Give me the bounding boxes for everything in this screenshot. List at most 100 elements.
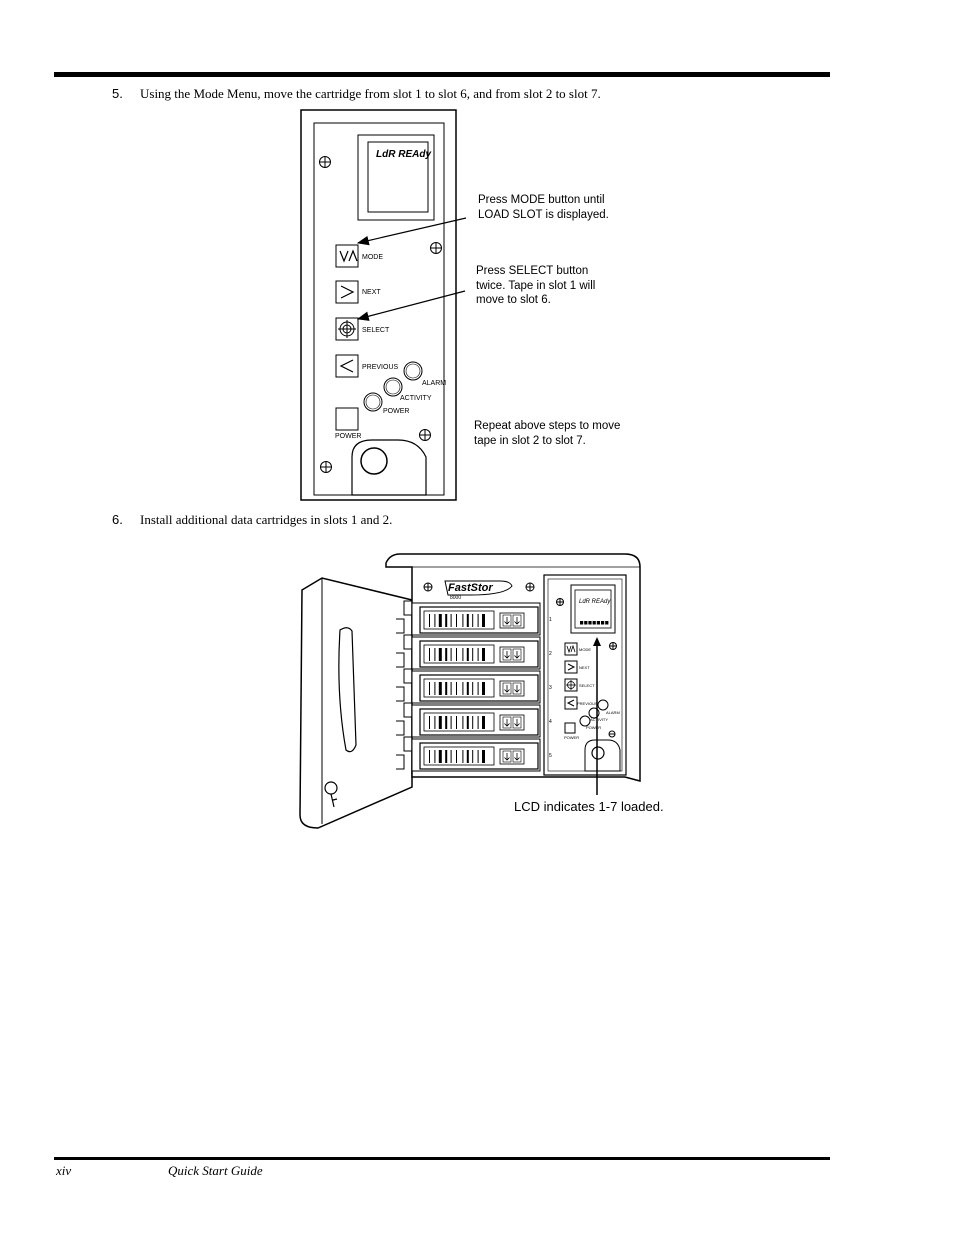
- select-callout: Press SELECT button twice. Tape in slot …: [476, 264, 595, 308]
- mode-callout: Press MODE button until LOAD SLOT is dis…: [478, 193, 609, 222]
- barcode-label: [429, 750, 485, 763]
- screw-icon: [430, 242, 442, 254]
- slot-number: 5: [549, 753, 552, 759]
- select-label: SELECT: [362, 327, 390, 334]
- write-protect-icon: [502, 716, 522, 729]
- lcd-slot-indicator: [605, 621, 609, 625]
- library-keylock-housing: [584, 739, 621, 772]
- step-5-number: 5.: [112, 86, 123, 101]
- slot-number: 3: [549, 685, 552, 691]
- barcode-label: [429, 614, 485, 627]
- slot-number: 1: [549, 617, 552, 623]
- door-key-icon: [324, 781, 338, 808]
- keylock-icon: [360, 447, 388, 475]
- library-previous-button[interactable]: [564, 696, 578, 710]
- library-activity-led: [588, 707, 600, 719]
- library-alarm-led: [597, 699, 609, 711]
- lcd-slot-indicator: [584, 621, 588, 625]
- lcd-slot-indicators: [580, 621, 609, 625]
- library-select-button[interactable]: [564, 678, 578, 692]
- library-next-button[interactable]: [564, 660, 578, 674]
- library-power-switch[interactable]: [564, 722, 576, 734]
- previous-button[interactable]: [335, 354, 359, 378]
- select-button[interactable]: [335, 317, 359, 341]
- mode-label: MODE: [362, 254, 383, 261]
- library-power-led-label: POWER: [586, 725, 601, 730]
- tape-cartridge[interactable]: [411, 636, 541, 670]
- repeat-callout-line: Repeat above steps to move: [474, 420, 621, 432]
- select-callout-line: Press SELECT button: [476, 265, 589, 277]
- barcode-label: [429, 682, 485, 695]
- screw-icon: [423, 582, 433, 592]
- library-alarm-label: ALARM: [606, 710, 620, 715]
- lcd-callout: LCD indicates 1-7 loaded.: [514, 799, 664, 814]
- header-rule: [54, 72, 830, 77]
- power-switch[interactable]: [335, 407, 359, 431]
- door-handle: [338, 627, 357, 753]
- power-led-label: POWER: [383, 408, 409, 415]
- barcode-label: [429, 716, 485, 729]
- tape-cartridge[interactable]: [411, 738, 541, 772]
- barcode-label: [429, 648, 485, 661]
- select-callout-arrow: [356, 290, 466, 321]
- brand-swoosh: [444, 580, 513, 596]
- repeat-callout: Repeat above steps to move tape in slot …: [474, 419, 620, 448]
- activity-label: ACTIVITY: [400, 395, 432, 402]
- step-5-text: Using the Mode Menu, move the cartridge …: [140, 86, 601, 101]
- lcd-slot-indicator: [588, 621, 592, 625]
- next-button[interactable]: [335, 280, 359, 304]
- screw-icon: [609, 642, 617, 650]
- power-led: [363, 392, 383, 412]
- magazine-slots: [411, 602, 541, 772]
- library-previous-label: PREVIOUS: [577, 701, 598, 706]
- mode-button[interactable]: [335, 244, 359, 268]
- keylock-housing: [351, 439, 427, 496]
- library-activity-label: ACTIVITY: [590, 717, 608, 722]
- slot-number: 2: [549, 651, 552, 657]
- library-lcd-text: LdR REAdy: [579, 599, 611, 605]
- footer-title: Quick Start Guide: [168, 1163, 263, 1178]
- previous-label: PREVIOUS: [362, 364, 399, 371]
- slot-number-labels: 1 2 3 4 5: [549, 617, 552, 759]
- tape-cartridge[interactable]: [411, 704, 541, 738]
- mode-callout-line: LOAD SLOT is displayed.: [478, 208, 609, 221]
- step-6-number: 6.: [112, 512, 123, 527]
- lcd-slot-indicator: [580, 621, 584, 625]
- library-mode-button[interactable]: [564, 642, 578, 656]
- write-protect-icon: [502, 614, 522, 627]
- write-protect-icon: [502, 682, 522, 695]
- door: [299, 577, 413, 829]
- library-power-switch-label: POWER: [564, 735, 579, 740]
- screw-icon: [419, 429, 431, 441]
- write-protect-icon: [502, 648, 522, 661]
- alarm-led: [403, 361, 423, 381]
- mode-callout-line: Press MODE button until: [478, 194, 605, 206]
- next-label: NEXT: [362, 289, 381, 296]
- screw-icon: [320, 461, 332, 473]
- screw-icon: [319, 156, 331, 168]
- tape-cartridge[interactable]: [411, 670, 541, 704]
- brand-logo: FastStor: [448, 582, 493, 594]
- library-next-label: NEXT: [579, 665, 590, 670]
- repeat-callout-line: tape in slot 2 to slot 7.: [474, 434, 586, 447]
- lcd-text: LdR REAdy: [376, 149, 431, 160]
- lcd-screen: [367, 141, 429, 213]
- tape-cartridge[interactable]: [411, 602, 541, 636]
- footer-rule: [54, 1157, 830, 1160]
- control-panel-figure: LdR REAdy MODE NEXT SELECT PREVIOUS ALAR…: [300, 109, 467, 501]
- slot-number: 4: [549, 719, 552, 725]
- screw-icon: [608, 730, 616, 738]
- screw-icon: [525, 582, 535, 592]
- lcd-slot-indicator: [592, 621, 596, 625]
- lcd-slot-indicator: [601, 621, 605, 625]
- library-mode-label: MODE: [579, 647, 591, 652]
- select-callout-line: twice. Tape in slot 1 will: [476, 279, 596, 292]
- alarm-label: ALARM: [422, 380, 446, 387]
- door-hinges: [396, 600, 413, 770]
- activity-led: [383, 377, 403, 397]
- select-callout-line: move to slot 6.: [476, 294, 551, 306]
- power-switch-label: POWER: [335, 433, 361, 440]
- brand-model: 8000: [450, 595, 461, 601]
- mode-callout-arrow: [356, 217, 467, 246]
